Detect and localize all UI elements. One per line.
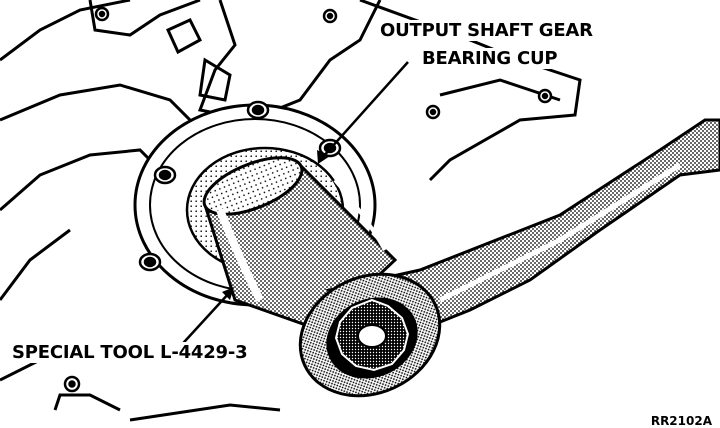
figure-id: RR2102A xyxy=(650,414,712,428)
wrench-head xyxy=(298,272,442,398)
output-shaft-gear-label: OUTPUT SHAFT GEAR xyxy=(378,20,595,41)
housing-bolts xyxy=(63,6,553,393)
wrench-handle xyxy=(325,118,720,332)
special-tool-label: SPECIAL TOOL L-4429-3 xyxy=(10,342,250,363)
retainer-bolts xyxy=(138,100,342,272)
output-shaft-leader xyxy=(321,61,409,159)
bearing-cup-label: BEARING CUP xyxy=(420,48,560,69)
